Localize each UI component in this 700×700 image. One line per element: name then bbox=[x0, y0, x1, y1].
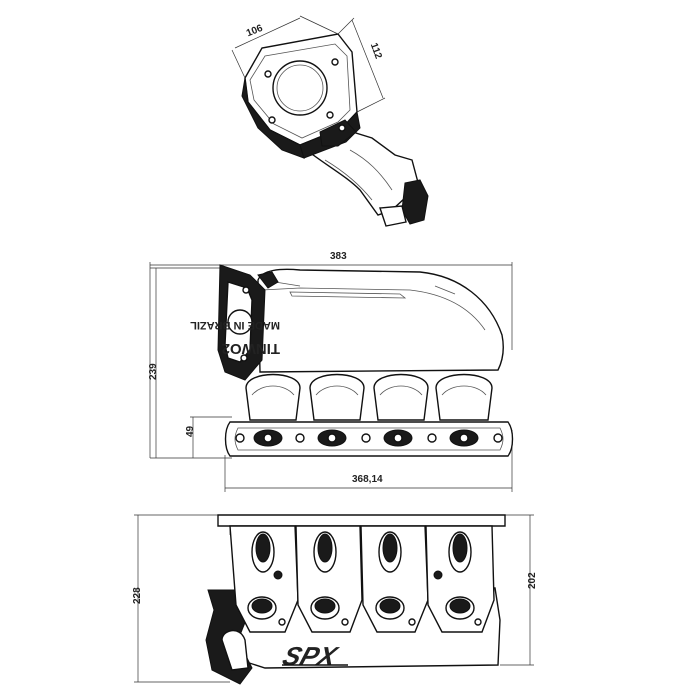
flange-bolt-hole bbox=[268, 116, 276, 124]
flange-bolt-hole bbox=[427, 433, 437, 443]
made-in-marking: MADE IN BRAZIL bbox=[190, 319, 280, 331]
dim-flange-thickness: 49 bbox=[185, 425, 196, 437]
runner-3 bbox=[373, 373, 429, 421]
runner-top-1 bbox=[229, 525, 299, 633]
runner-top-4 bbox=[425, 525, 495, 633]
injector-boss bbox=[253, 429, 283, 447]
flange-bolt-hole bbox=[278, 618, 286, 626]
injector-boss bbox=[449, 429, 479, 447]
throttle-bore bbox=[272, 60, 328, 116]
throttle-flange-view: 106 112 bbox=[231, 15, 429, 227]
intake-runner-tube bbox=[298, 129, 421, 216]
runner-top-2 bbox=[295, 525, 363, 633]
flange-bolt-hole bbox=[341, 618, 349, 626]
runner-4 bbox=[435, 373, 493, 421]
dim-top-height: 228 bbox=[132, 587, 143, 604]
manifold-top-view: 228 202 SPX bbox=[132, 514, 538, 685]
injector-boss bbox=[317, 429, 347, 447]
dim-plenum-height: 202 bbox=[527, 572, 538, 589]
dim-overall-width: 383 bbox=[330, 251, 347, 262]
injector-boss bbox=[383, 429, 413, 447]
model-marking: TINWO2 bbox=[222, 340, 280, 357]
dim-side-height: 239 bbox=[148, 363, 159, 380]
brand-logo: SPX bbox=[279, 642, 343, 671]
dim-flange-height: 112 bbox=[368, 42, 384, 61]
vacuum-port bbox=[273, 570, 283, 580]
runner-2 bbox=[309, 373, 365, 421]
manifold-side-view: 383 239 49 368,14 MADE IN BRAZIL TINWO2 bbox=[148, 251, 514, 492]
flange-bolt-hole bbox=[235, 433, 245, 443]
dim-flange-width: 106 bbox=[245, 23, 265, 40]
flange-bolt-hole bbox=[361, 433, 371, 443]
flange-bolt-hole bbox=[295, 433, 305, 443]
dim-port-span: 368,14 bbox=[352, 474, 383, 485]
runner-top-3 bbox=[360, 525, 429, 633]
flange-bolt-hole bbox=[408, 618, 416, 626]
runner-outlet-flange bbox=[401, 179, 429, 225]
flange-bolt-hole bbox=[331, 58, 339, 66]
flange-bolt-hole bbox=[493, 433, 503, 443]
plenum-body bbox=[257, 268, 504, 373]
sensor-boss bbox=[319, 119, 357, 147]
flange-bolt-hole bbox=[326, 111, 334, 119]
runner-1 bbox=[245, 373, 301, 421]
vacuum-port bbox=[433, 570, 443, 580]
head-flange-top bbox=[217, 514, 506, 527]
flange-bolt-hole bbox=[264, 70, 272, 78]
flange-bolt-hole bbox=[474, 618, 482, 626]
